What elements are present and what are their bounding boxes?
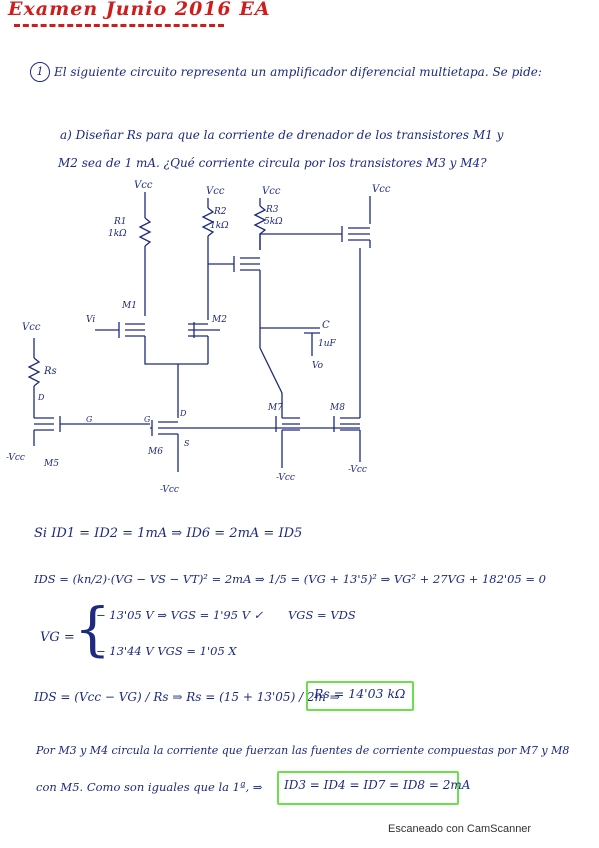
circuit-diagram: Vcc Vcc Vcc Vcc Vcc R1 1kΩ R2 1kΩ R3 5kΩ… (6, 180, 391, 495)
vcc-label-3: Vcc (262, 186, 281, 197)
mosfet-m8 (333, 416, 360, 432)
result-currents: ID3 = ID4 = ID7 = ID8 = 2mA (284, 778, 471, 792)
question-intro: El siguiente circuito representa un ampl… (54, 65, 542, 79)
g-label-m6: G (144, 415, 151, 424)
rs-label: Rs (43, 366, 57, 377)
root-1: − 13'05 V ⇒ VGS = 1'95 V ✓ (96, 608, 264, 622)
s-label-m6: S (184, 439, 190, 448)
resistor-rs (27, 357, 41, 387)
mosfet-top-right (330, 226, 371, 248)
c-value: 1uF (318, 339, 337, 349)
d-label-m5: D (37, 393, 45, 402)
m1-label: M1 (121, 301, 137, 311)
resistor-r1 (138, 217, 152, 247)
part-a-line-2: M2 sea de 1 mA. ¿Qué corriente circula p… (58, 156, 487, 170)
brace: { (74, 595, 111, 663)
solution-line-6: con M5. Como son iguales que la 1ª, ⇒ (36, 780, 263, 794)
vcc-label-left: Vcc (22, 322, 41, 333)
solution-line-2: IDS = (kn/2)·(VG − VS − VT)² = 2mA ⇒ 1/5… (34, 572, 546, 586)
title-underline (14, 24, 224, 27)
d-label-m6: D (179, 409, 187, 418)
solution-line-4: IDS = (Vcc − VG) / Rs ⇒ Rs = (15 + 13'05… (34, 690, 340, 704)
m5-label: M5 (43, 459, 59, 469)
r2-value: 1kΩ (210, 221, 229, 231)
root-1-note: VGS = VDS (288, 608, 356, 622)
r1-value: 1kΩ (108, 229, 127, 239)
mosfet-m1 (95, 322, 145, 338)
neg-vcc-m7: -Vcc (276, 473, 295, 483)
mosfet-m2 (188, 322, 220, 338)
r3-label: R3 (265, 205, 279, 215)
result-i-box (277, 771, 459, 805)
m6-label: M6 (147, 447, 163, 457)
vcc-label-2: Vcc (206, 186, 225, 197)
vo-label: Vo (312, 361, 324, 371)
root-2: − 13'44 V VGS = 1'05 X (96, 644, 237, 658)
question-number: 1 (30, 62, 50, 82)
mosfet-m5 (34, 416, 150, 432)
solution-line-5: Por M3 y M4 circula la corriente que fue… (36, 744, 570, 757)
resistor-r3 (253, 205, 267, 235)
r2-label: R2 (213, 207, 227, 217)
wire-to-m7 (259, 347, 283, 418)
scanner-watermark: Escaneado con CamScanner (388, 823, 532, 835)
result-rs-box (306, 681, 414, 711)
m7-label: M7 (267, 403, 283, 413)
neg-vcc-m5: -Vcc (6, 453, 25, 463)
mosfet-m6 (150, 420, 178, 436)
solution-line-1: Si ID1 = ID2 = 1mA ⇒ ID6 = 2mA = ID5 (34, 526, 303, 541)
resistor-r2 (201, 207, 215, 237)
r1-label: R1 (113, 217, 127, 227)
neg-vcc-m8: -Vcc (348, 465, 367, 475)
r3-value: 5kΩ (264, 217, 283, 227)
vin-label: Vi (86, 315, 95, 325)
wire-m4-gate (259, 233, 330, 250)
capacitor-c (260, 327, 320, 356)
exam-title: Examen Junio 2016 EA (8, 0, 271, 20)
result-rs: Rs = 14'03 kΩ (314, 686, 406, 701)
m2-label: M2 (211, 315, 227, 325)
g-label: G (86, 415, 93, 424)
wire-m1-down (144, 336, 208, 365)
vcc-label-4: Vcc (372, 184, 391, 195)
part-a-line-1: a) Diseñar Rs para que la corriente de d… (60, 128, 504, 142)
c-label: C (322, 320, 330, 331)
vcc-label-1: Vcc (134, 180, 153, 191)
neg-vcc-m6: -Vcc (160, 485, 179, 495)
mosfet-m7 (275, 416, 300, 432)
m8-label: M8 (329, 403, 345, 413)
mosfet-middle (208, 256, 260, 272)
vg-label: VG = (40, 630, 75, 645)
